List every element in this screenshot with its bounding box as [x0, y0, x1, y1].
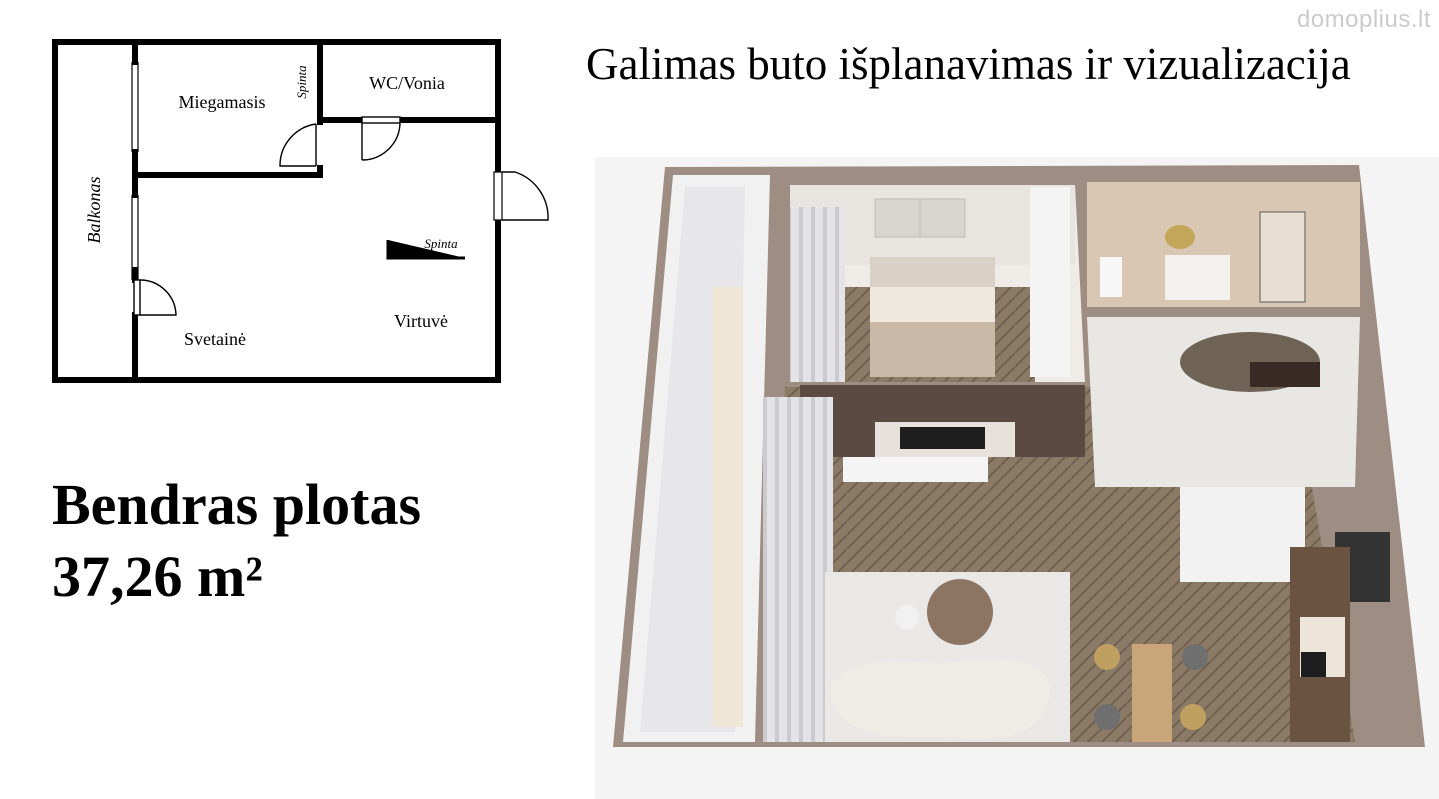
total-area: Bendras plotas 37,26 m²: [52, 470, 482, 612]
watermark: domoplius.lt: [1296, 6, 1431, 33]
total-area-value: 37,26 m²: [52, 544, 263, 609]
bedroom-closet-label: Spinta: [294, 65, 309, 99]
bathroom-label: WC/Vonia: [369, 73, 445, 93]
apartment-3d-visualization: [595, 157, 1439, 799]
living-room-label: Svetainė: [184, 329, 246, 349]
kitchen-label: Virtuvė: [394, 311, 448, 331]
bedroom-label: Miegamasis: [179, 92, 266, 112]
floor-plan: Balkonas Miegamasis Spinta WC/Vonia Spin…: [0, 0, 560, 400]
total-area-label: Bendras plotas: [52, 472, 422, 537]
balcony-label: Balkonas: [84, 177, 104, 244]
hall-closet-label: Spinta: [424, 236, 458, 251]
page-title: Galimas buto išplanavimas ir vizualizaci…: [586, 39, 1351, 89]
